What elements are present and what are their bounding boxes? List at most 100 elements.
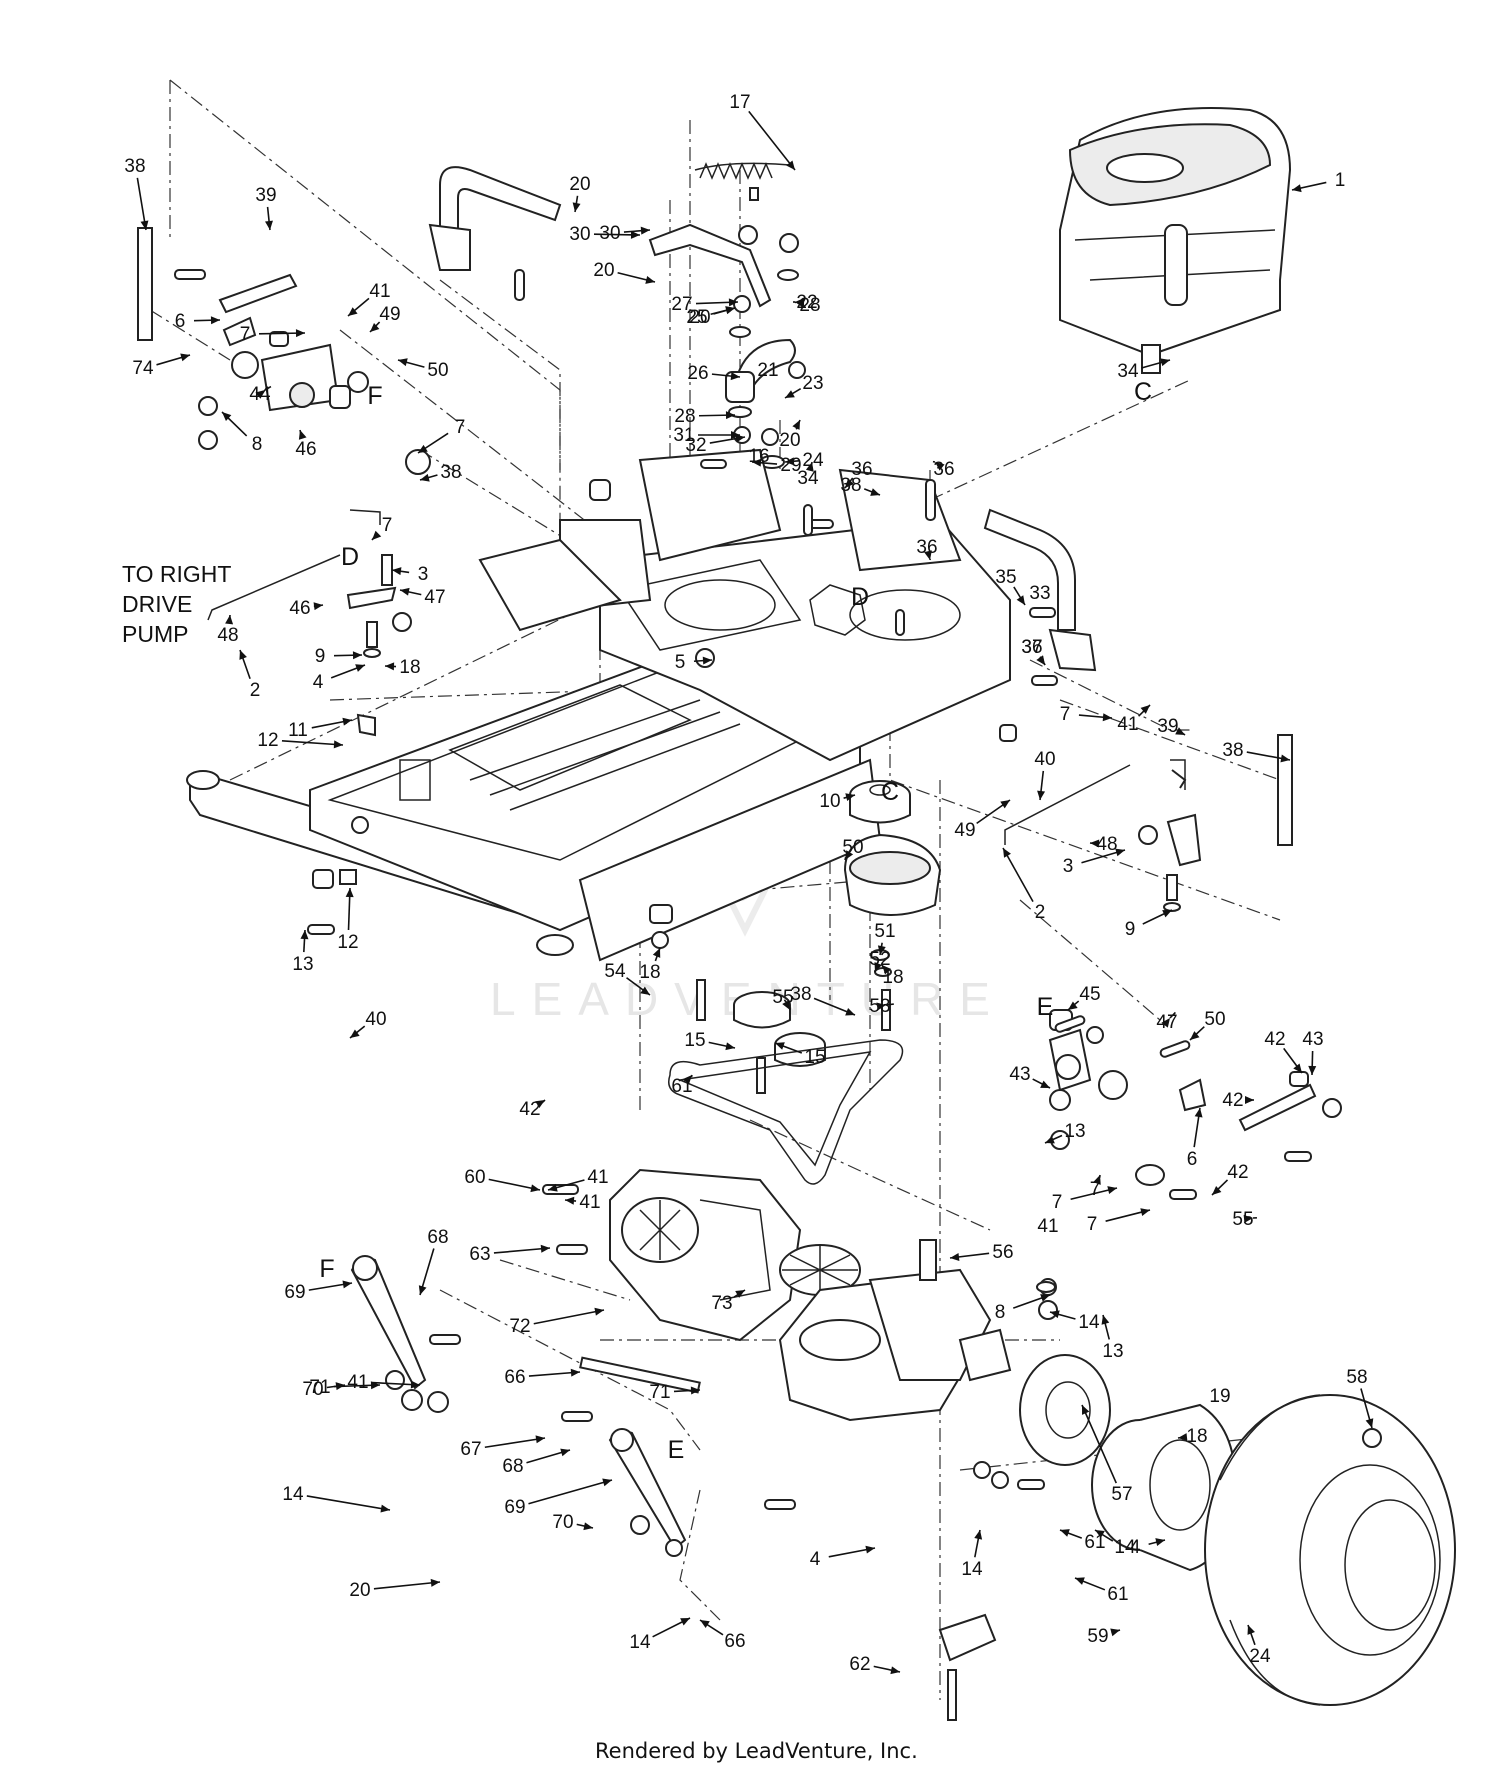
right-handle (983, 508, 1097, 672)
leader-arrowhead (1140, 705, 1150, 714)
leader-arrowhead (890, 1666, 900, 1675)
leader-arrowhead (180, 353, 190, 362)
callout-line-3: PUMP (122, 621, 188, 647)
leader-arrowhead (1093, 1175, 1101, 1185)
part-label: 38 (840, 475, 861, 496)
leader-arrowhead (548, 1183, 558, 1192)
leader-arrowhead (1155, 1538, 1165, 1546)
leader-arrowhead (785, 390, 795, 398)
part-label: 44 (249, 384, 271, 405)
part-label: 7 (240, 324, 251, 345)
leader-arrowhead (1308, 1065, 1317, 1075)
part-label: 68 (502, 1456, 523, 1477)
part-label: 70 (552, 1512, 573, 1533)
leader-arrowhead (380, 1504, 390, 1513)
d-cutout (809, 584, 866, 636)
leader-arrowhead (1037, 790, 1046, 800)
part-label: 41 (1117, 714, 1138, 735)
leader-line (306, 1495, 391, 1511)
part-label: 49 (379, 304, 400, 325)
part-label: 7 (382, 515, 393, 536)
center-pivot-stack (648, 162, 806, 471)
part-label: 8 (252, 434, 263, 455)
leader-arrowhead (295, 329, 305, 338)
leader-line (690, 1074, 693, 1078)
leader-arrowhead (805, 462, 814, 472)
reference-marker: E (668, 1436, 685, 1464)
part-label: 61 (1107, 1584, 1128, 1605)
part-label: 71 (649, 1382, 670, 1403)
leader-arrowhead (602, 1478, 612, 1487)
leader-line (484, 1437, 546, 1449)
leader-arrowhead (540, 1244, 550, 1253)
part-label: 29 (780, 455, 801, 476)
leader-arrowhead (418, 444, 428, 453)
part-label: 38 (790, 984, 811, 1005)
part-label: 5 (675, 652, 686, 673)
part-label: 55 (1232, 1209, 1253, 1230)
part-label: 46 (289, 598, 310, 619)
part-label: 66 (724, 1631, 745, 1652)
part-label: 41 (579, 1192, 600, 1213)
callout-line-1: TO RIGHT (122, 561, 231, 587)
part-label: 20 (689, 307, 710, 328)
part-label: 43 (1009, 1064, 1030, 1085)
part-label: 57 (1111, 1484, 1132, 1505)
part-label: 3 (1063, 856, 1074, 877)
leader-arrowhead (1194, 1108, 1203, 1118)
part-label: 70 (302, 1379, 323, 1400)
leader-arrowhead (565, 1196, 575, 1205)
part-label: 40 (365, 1009, 386, 1030)
part-label: 10 (819, 791, 840, 812)
leader-arrowhead (1245, 1096, 1254, 1104)
part-label: 3 (418, 564, 429, 585)
leader-arrowhead (950, 1253, 960, 1261)
part-label: 32 (685, 435, 706, 456)
part-label: 22 (796, 292, 817, 313)
part-label: 15 (684, 1030, 705, 1051)
leader-arrowhead (140, 220, 149, 230)
leader-arrowhead (682, 1075, 692, 1085)
leader-arrowhead (1212, 1186, 1222, 1195)
leader-arrowhead (1095, 1530, 1105, 1538)
part-label: 50 (842, 837, 863, 858)
leader-arrowhead (725, 1042, 735, 1051)
part-label: 26 (687, 363, 708, 384)
leader-arrowhead (430, 1578, 440, 1587)
engine (1059, 107, 1292, 374)
part-label: 41 (1037, 1216, 1058, 1237)
reference-marker: D (851, 583, 869, 611)
leader-arrowhead (702, 656, 712, 665)
leader-arrowhead (1292, 184, 1302, 193)
part-label: 6 (175, 311, 186, 332)
leader-arrowhead (355, 664, 365, 672)
part-label: 60 (464, 1167, 485, 1188)
part-label: 48 (1096, 834, 1117, 855)
part-label: 4 (1130, 1537, 1141, 1558)
leader-arrowhead (1016, 595, 1025, 605)
leader-arrowhead (1107, 1186, 1117, 1194)
part-label: 52 (869, 949, 890, 970)
reference-marker: C (881, 778, 899, 806)
part-label: 68 (427, 1227, 448, 1248)
part-label: 63 (469, 1244, 490, 1265)
lug-nut (1362, 1428, 1382, 1448)
part-label: 38 (1222, 740, 1243, 761)
part-label: 72 (509, 1316, 530, 1337)
leader-arrowhead (1082, 1405, 1090, 1415)
reference-marker: D (341, 543, 359, 571)
leader-arrowhead (410, 1380, 420, 1389)
leader-arrowhead (680, 1618, 690, 1626)
leader-arrowhead (222, 412, 232, 422)
leader-arrowhead (731, 431, 740, 439)
part-label: 37 (1021, 637, 1042, 658)
part-label: 36 (851, 459, 872, 480)
leader-arrowhead (640, 226, 650, 235)
part-label: 7 (1060, 704, 1071, 725)
leader-arrowhead (255, 390, 265, 399)
part-label: 18 (882, 967, 903, 988)
leader-arrowhead (210, 316, 220, 325)
part-label: 61 (671, 1076, 692, 1097)
leader-arrowhead (530, 1184, 540, 1193)
